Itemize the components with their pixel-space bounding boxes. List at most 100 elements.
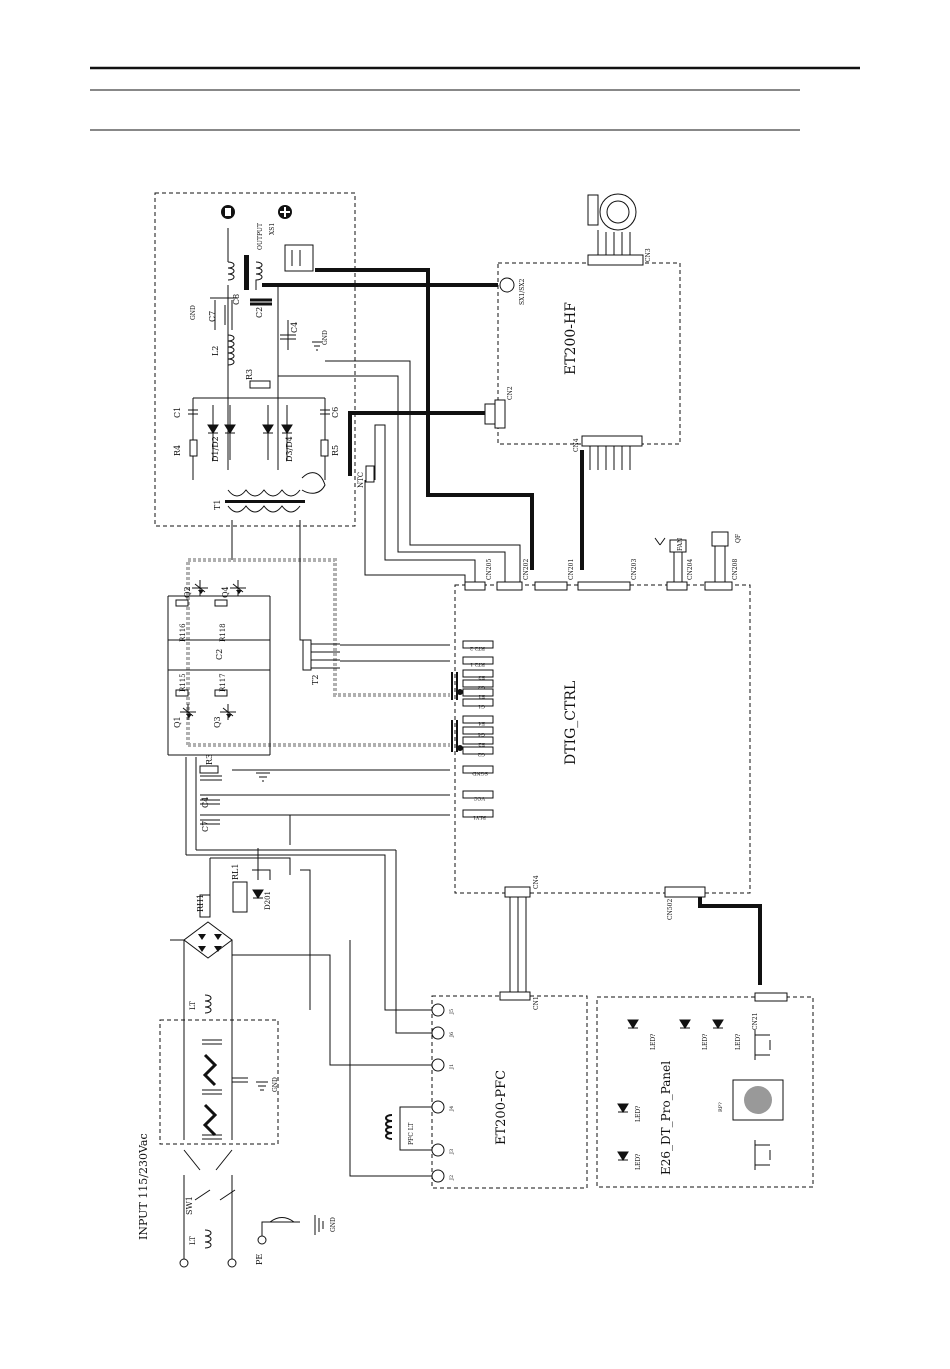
output-choke <box>227 228 235 281</box>
cn21-connector <box>754 992 788 1002</box>
lt-choke <box>204 994 212 1014</box>
emi-filter-box <box>159 1019 279 1145</box>
cn201-label: CN201 <box>568 559 575 580</box>
cn204-connector <box>666 581 688 591</box>
led-2-label: LED? <box>702 1034 709 1050</box>
power-cable-a <box>315 268 534 570</box>
filter-choke-b <box>202 1103 218 1137</box>
pin-rt2-2: RT2-2 <box>470 645 485 651</box>
gnd-label-b: GND <box>322 330 329 345</box>
push-button-2 <box>754 1140 771 1170</box>
c1-output-label: C1 <box>173 407 182 418</box>
d201-label: D201 <box>264 891 272 910</box>
fan-label: FAN <box>677 538 684 551</box>
led-1-label: LED? <box>650 1034 657 1050</box>
led-1 <box>627 1019 639 1029</box>
r117-label: R117 <box>219 673 227 692</box>
r3-resistor <box>249 380 271 389</box>
sx-terminal <box>499 277 515 293</box>
gnd-label-c: GND <box>272 1077 279 1092</box>
pin-sgnd: SGND <box>472 770 488 776</box>
t2-label: T2 <box>311 675 320 685</box>
q3-igbt <box>220 704 236 720</box>
q2-label: Q2 <box>183 586 192 598</box>
cn203-label: CN203 <box>631 559 638 580</box>
hf-cn2-connector <box>494 399 506 429</box>
led-5 <box>617 1151 629 1161</box>
t1-label: T1 <box>213 500 222 510</box>
r4-label: R4 <box>173 445 182 456</box>
lt-label-b: LT <box>189 1236 197 1245</box>
rh1-label: RH1 <box>196 894 205 912</box>
t1-primary <box>227 505 301 513</box>
power-cable-b <box>348 411 495 476</box>
cn21-label: CN21 <box>752 1013 759 1030</box>
cn502-label: CN502 <box>667 899 674 920</box>
l2-inductor <box>227 334 235 366</box>
cn208-connector <box>704 581 733 591</box>
pfc-j5-terminal <box>431 1003 445 1017</box>
pfc-j4-terminal <box>431 1100 445 1114</box>
cn502-connector <box>664 886 706 898</box>
et200-pfc-box <box>431 995 588 1189</box>
pin-e4: E4 <box>478 720 485 726</box>
c6-output-label: C6 <box>331 407 340 418</box>
torch-socket-icon <box>599 193 637 231</box>
knob-icon <box>744 1086 772 1114</box>
cn1-label: CN1 <box>533 996 540 1010</box>
led-3-label: LED? <box>735 1034 742 1050</box>
rl1-relay <box>232 881 248 913</box>
q4-igbt <box>230 580 246 596</box>
pfc-j6-terminal <box>431 1026 445 1040</box>
rl1-label: RL1 <box>231 864 240 880</box>
q1-label: Q1 <box>173 716 182 728</box>
pin-rt2-1: RT2-1 <box>470 661 485 667</box>
t2-transformer <box>302 639 312 671</box>
led-2 <box>679 1019 691 1029</box>
ctrl-left-pins <box>462 640 494 818</box>
cn205-connector <box>464 581 486 591</box>
cn203-connector <box>577 581 631 591</box>
cn201-connector <box>534 581 568 591</box>
pfc-j1-label: J1 <box>449 1064 455 1070</box>
cn202-connector <box>496 581 523 591</box>
sw1-label: SW1 <box>185 1196 194 1215</box>
d2-diode <box>224 424 236 434</box>
e26-panel-box <box>596 996 814 1188</box>
r4-resistor <box>189 439 198 457</box>
d4-diode <box>281 424 293 434</box>
filter-choke-a <box>202 1053 218 1087</box>
led-4 <box>617 1103 629 1113</box>
c2-output-label: C2 <box>255 307 264 318</box>
bridge-rectifier <box>183 921 233 959</box>
cn205-label: CN205 <box>486 559 493 580</box>
ctrl-title: DTIG_CTRL <box>563 681 579 765</box>
pin-g3: G3 <box>478 684 485 690</box>
q4-label: Q4 <box>221 586 230 598</box>
l2-label: L2 <box>211 346 220 356</box>
r118-label: R118 <box>219 623 227 642</box>
pin-e3: E3 <box>478 674 485 680</box>
pfc-j6-label: J6 <box>449 1032 455 1038</box>
cn204-label: CN204 <box>687 559 694 580</box>
pe-terminal <box>257 1235 267 1245</box>
output-xs-label: XS1 <box>269 223 276 235</box>
panel-title: E26_DT_Pro_Panel <box>659 1061 673 1175</box>
qf-label: QF <box>735 534 742 543</box>
sw1-switch <box>194 1189 236 1201</box>
r115-label: R115 <box>179 673 187 692</box>
pin-vcc: VCC <box>474 795 486 801</box>
cn1-pfc-connector <box>499 991 531 1001</box>
output-terminal-block <box>284 244 314 272</box>
pin-rly1: RLY1 <box>473 814 486 820</box>
hf-cn3-connector <box>587 254 644 266</box>
cn3-label: CN3 <box>645 248 652 262</box>
c8-label: C8 <box>232 294 241 305</box>
pin-g1: G1 <box>478 703 485 709</box>
mains-n-terminal <box>227 1258 237 1268</box>
pfc-j3-label: J3 <box>449 1149 455 1155</box>
d3-diode <box>262 424 274 434</box>
q3-label: Q3 <box>213 716 222 728</box>
d12-label: D1/D2 <box>211 436 220 462</box>
